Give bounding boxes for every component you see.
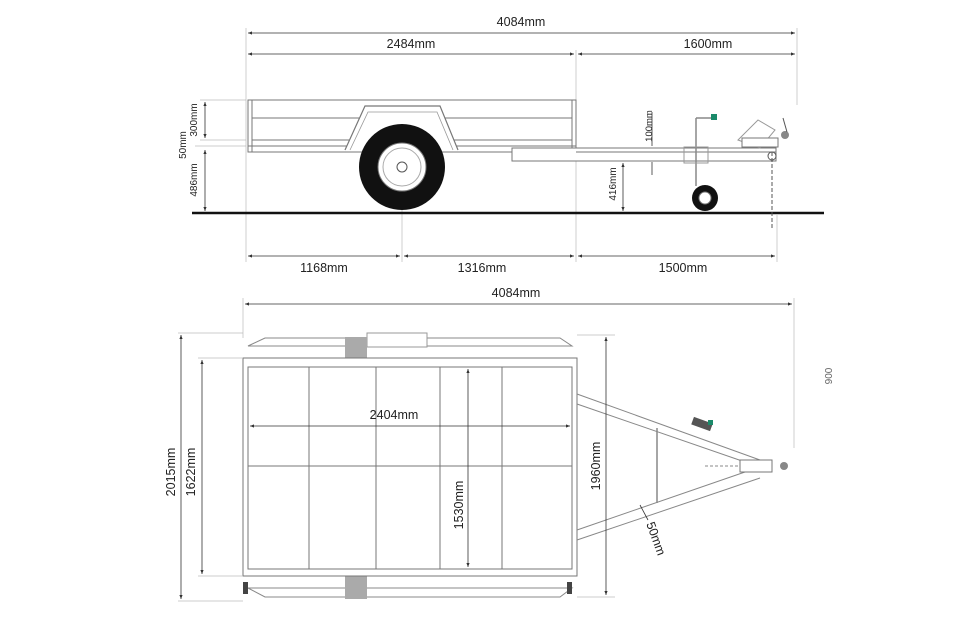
jockey-wheel-icon — [683, 114, 718, 211]
dim-drawbar-length: 1600mm — [578, 37, 795, 56]
coupling-top-icon — [739, 459, 788, 473]
dim-inner-length: 2404mm — [370, 408, 419, 422]
coupling-icon — [737, 117, 789, 149]
safety-chain-icon — [767, 151, 777, 230]
dim-front-to-coupling: 1500mm — [659, 261, 708, 275]
dim-body-length: 2484mm — [248, 37, 574, 56]
top-view: 4084mm 2404mm 1530mm 2015mm 1622mm — [164, 286, 835, 602]
dim-inner-width: 1530mm — [452, 481, 466, 530]
dim-drawbar-height: 416mm — [608, 167, 619, 200]
cutoff-dimension: 900 — [824, 367, 835, 384]
dim-drawbar-spread: 1960mm — [589, 442, 603, 491]
dim-overall-width: 2015mm — [164, 448, 178, 497]
dim-side-height: 300mm — [189, 103, 200, 136]
dim-jockey-clearance: 100mm — [644, 110, 655, 142]
dim-axle-to-front: 1316mm — [458, 261, 507, 275]
dim-overall-length-top: 4084mm — [492, 286, 541, 300]
dim-deck-height: 486mm — [189, 163, 200, 196]
jockey-top-icon — [691, 416, 713, 432]
dim-overall-length-side: 4084mm — [248, 15, 795, 35]
svg-text:4084mm: 4084mm — [497, 15, 546, 29]
side-view: 4084mm 2484mm 1600mm 300mm 50mm 486mm — [178, 15, 824, 275]
svg-text:1600mm: 1600mm — [684, 37, 733, 51]
dim-frame-height: 50mm — [178, 131, 189, 159]
svg-text:2484mm: 2484mm — [387, 37, 436, 51]
wheel-icon — [359, 124, 445, 210]
dim-rear-to-axle: 1168mm — [300, 261, 348, 275]
dim-drawbar-tube: 50mm — [643, 520, 668, 557]
dim-body-width: 1622mm — [184, 448, 198, 497]
